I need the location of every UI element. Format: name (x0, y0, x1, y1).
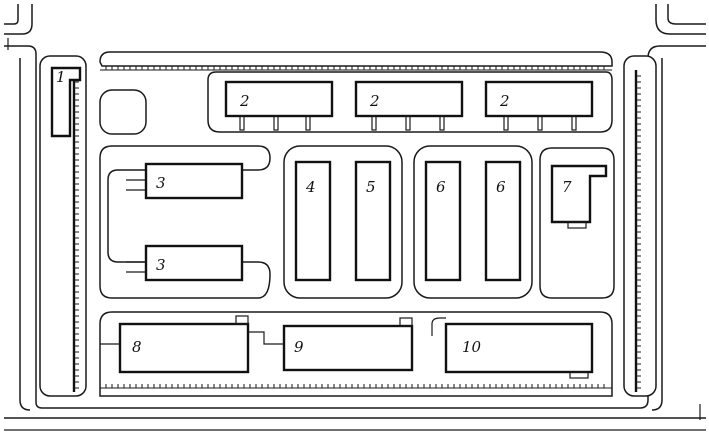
building-2-pier (305, 115, 311, 131)
block-7: 7 (539, 147, 615, 299)
building-2c (484, 80, 594, 118)
building-2-pier (503, 115, 509, 131)
building-9-annex (399, 317, 413, 327)
building-2b-label: 2 (369, 92, 380, 110)
building-2-pier (537, 115, 543, 131)
road-right-verge (651, 58, 663, 411)
building-2a-label: 2 (239, 92, 250, 110)
building-3a-label: 3 (156, 174, 166, 192)
block-6: 6 6 (413, 145, 533, 299)
road-top-left (4, 4, 33, 35)
building-3b (144, 244, 244, 282)
link-8-9 (248, 331, 284, 345)
road-network (4, 4, 706, 431)
building-1-label: 1 (56, 68, 66, 86)
road-left-verge (19, 58, 31, 411)
right-rail-strip (623, 55, 657, 397)
link-10 (431, 317, 446, 336)
building-9-label: 9 (294, 338, 304, 356)
block-4-5: 4 5 (283, 145, 403, 299)
building-2a (224, 80, 334, 118)
building-6a (424, 160, 462, 282)
building-7-label: 7 (562, 178, 572, 196)
building-4 (294, 160, 332, 282)
block-3: 3 3 (99, 145, 271, 299)
building-2-pier (571, 115, 577, 131)
building-5 (354, 160, 392, 282)
building-2c-label: 2 (499, 92, 510, 110)
building-10-label: 10 (462, 338, 482, 356)
building-8-label: 8 (132, 338, 142, 356)
building-group-2: 2 2 2 (224, 80, 594, 131)
road-top-right (655, 4, 706, 35)
left-rail-strip (39, 55, 87, 397)
building-2-pier (371, 115, 377, 131)
block-bottom: 8 9 10 (99, 311, 613, 397)
building-6a-label: 6 (436, 178, 446, 196)
building-8 (118, 322, 250, 374)
building-6b (484, 160, 522, 282)
top-strip (99, 51, 613, 67)
building-8-annex (235, 315, 249, 325)
building-2-pier (273, 115, 279, 131)
building-10-annex (569, 371, 589, 379)
building-group-1: 1 (50, 66, 82, 138)
building-1 (50, 66, 82, 138)
building-7 (550, 164, 608, 224)
building-5-label: 5 (366, 178, 376, 196)
building-6b-label: 6 (496, 178, 506, 196)
building-2-pier (239, 115, 245, 131)
building-4-label: 4 (305, 178, 316, 196)
corner-plot (99, 89, 147, 135)
building-2-pier (439, 115, 445, 131)
building-7-annex (567, 221, 587, 229)
building-3a (144, 162, 244, 200)
road-top-right-inner (667, 4, 706, 25)
building-10 (444, 322, 594, 374)
building-3b-label: 3 (156, 256, 166, 274)
road-ring-inner (4, 45, 706, 409)
building-2-pier (405, 115, 411, 131)
building-9 (282, 324, 414, 372)
road-top-left-corner (4, 4, 19, 25)
